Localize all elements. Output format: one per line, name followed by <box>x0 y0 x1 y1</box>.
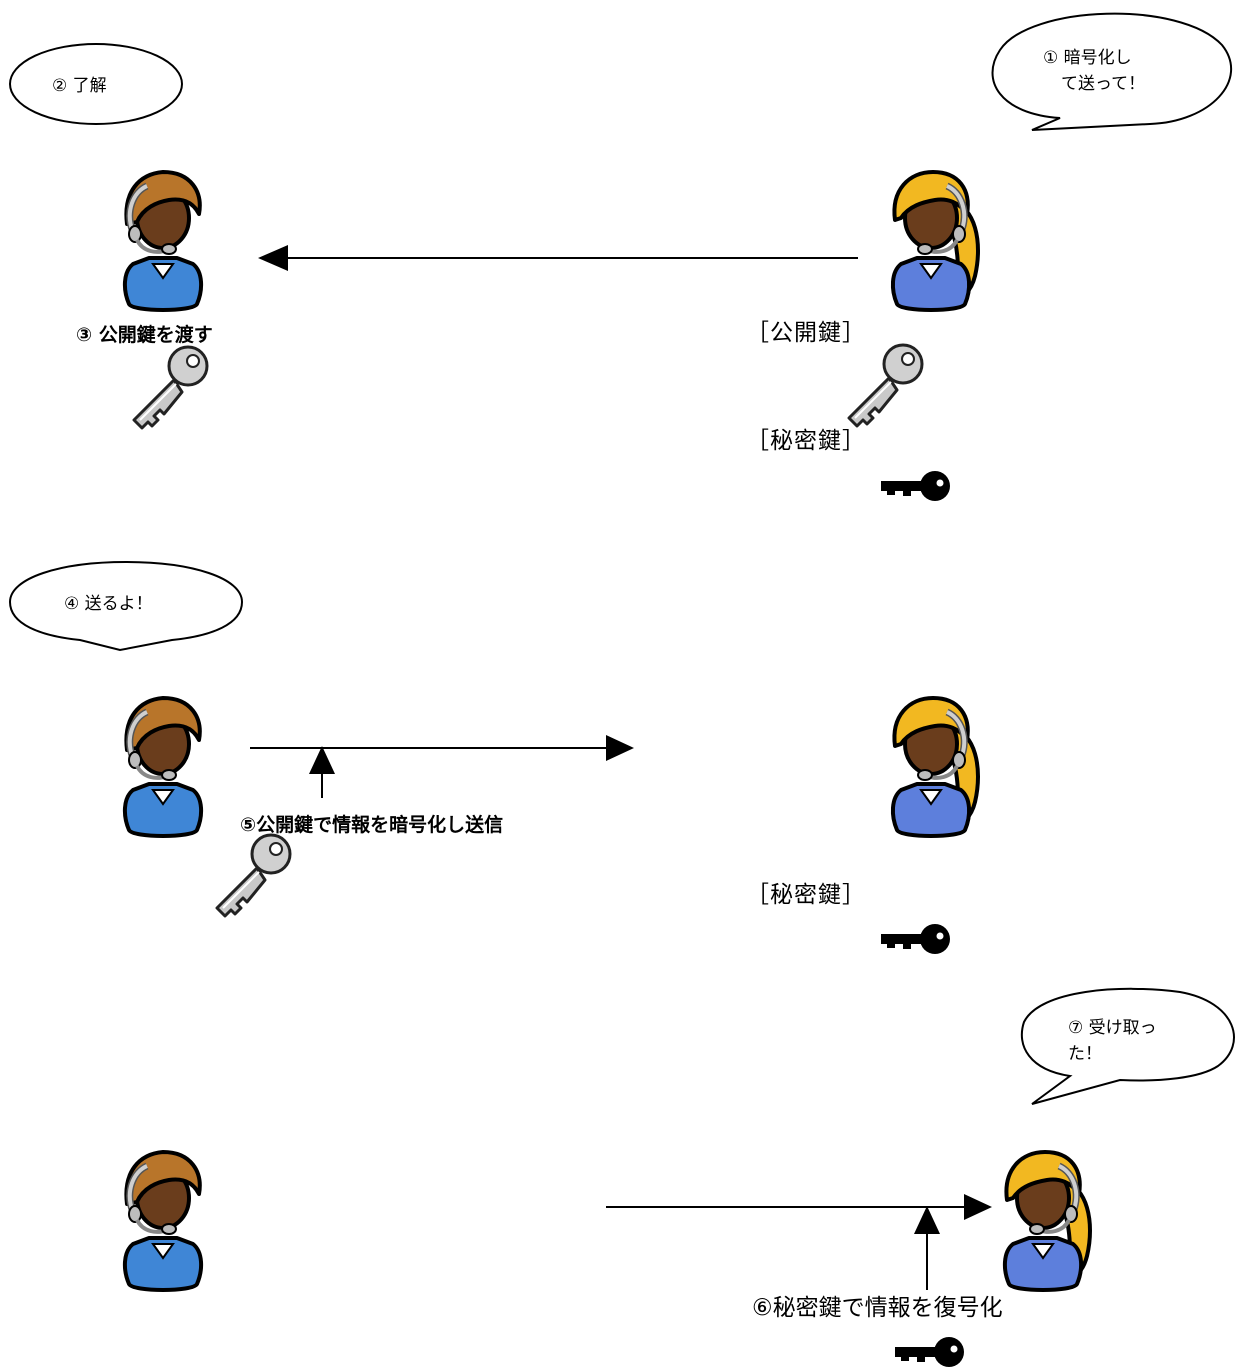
step6-label: ⑥秘密鍵で情報を復号化 <box>752 1295 1003 1321</box>
public-key-label: ［公開鍵］ <box>746 320 866 346</box>
speech-bubble-7 <box>1020 987 1235 1105</box>
speech-bubble-1 <box>991 12 1233 131</box>
speech-bubble-4 <box>8 560 244 652</box>
person-male-icon <box>125 172 201 310</box>
arrow-public-key-transfer <box>258 245 858 271</box>
arrow-decrypt-receive <box>606 1194 992 1290</box>
step3-label: ③ 公開鍵を渡す <box>76 324 213 346</box>
bubble-7-text-line2: た！ <box>1068 1044 1102 1064</box>
person-male-icon <box>125 698 201 836</box>
black-key-icon <box>881 924 950 954</box>
black-key-icon <box>895 1337 964 1367</box>
person-male-icon <box>125 1152 201 1290</box>
person-female-icon <box>893 698 978 836</box>
silver-key-icon <box>215 833 292 918</box>
arrow-encrypted-send <box>250 735 634 798</box>
bubble-1-text-line2: て送って！ <box>1061 74 1146 94</box>
silver-key-icon <box>132 345 209 430</box>
private-key-label-1: ［秘密鍵］ <box>746 428 866 454</box>
black-key-icon <box>881 471 950 501</box>
bubble-2-text: ② 了解 <box>52 76 107 96</box>
speech-bubble-2 <box>9 43 183 125</box>
private-key-label-2: ［秘密鍵］ <box>746 882 866 908</box>
bubble-7-text-line1: ⑦ 受け取っ <box>1068 1018 1157 1038</box>
silver-key-icon <box>847 343 924 428</box>
person-female-icon <box>893 172 978 310</box>
person-female-icon <box>1005 1152 1090 1290</box>
bubble-1-text-line1: ① 暗号化し <box>1043 48 1132 68</box>
step5-label: ⑤公開鍵で情報を暗号化し送信 <box>240 814 504 836</box>
bubble-4-text: ④ 送るよ！ <box>64 594 153 614</box>
